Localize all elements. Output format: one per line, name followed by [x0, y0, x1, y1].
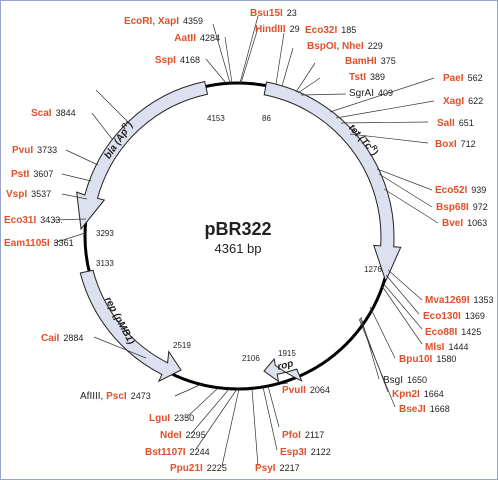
inner-pos: 2106 [242, 354, 260, 363]
inner-pos: 3133 [96, 259, 114, 268]
inner-pos: 2519 [173, 341, 191, 350]
leader-lines [53, 15, 439, 467]
inner-pos: 1276 [364, 265, 382, 274]
gene-arrow-bla [76, 80, 209, 231]
inner-pos: 4153 [207, 114, 225, 123]
plasmid-name: pBR322 [204, 219, 271, 239]
inner-pos: 86 [262, 114, 271, 123]
gene-arrow-rep [79, 269, 182, 383]
inner-pos: 1915 [278, 349, 296, 358]
plasmid-size: 4361 bp [215, 241, 262, 256]
gene-arrow-tet [263, 81, 402, 283]
gene-arrow-rop [263, 357, 303, 383]
gene-label-rop: rop [276, 358, 294, 373]
inner-pos: 3293 [96, 229, 114, 238]
